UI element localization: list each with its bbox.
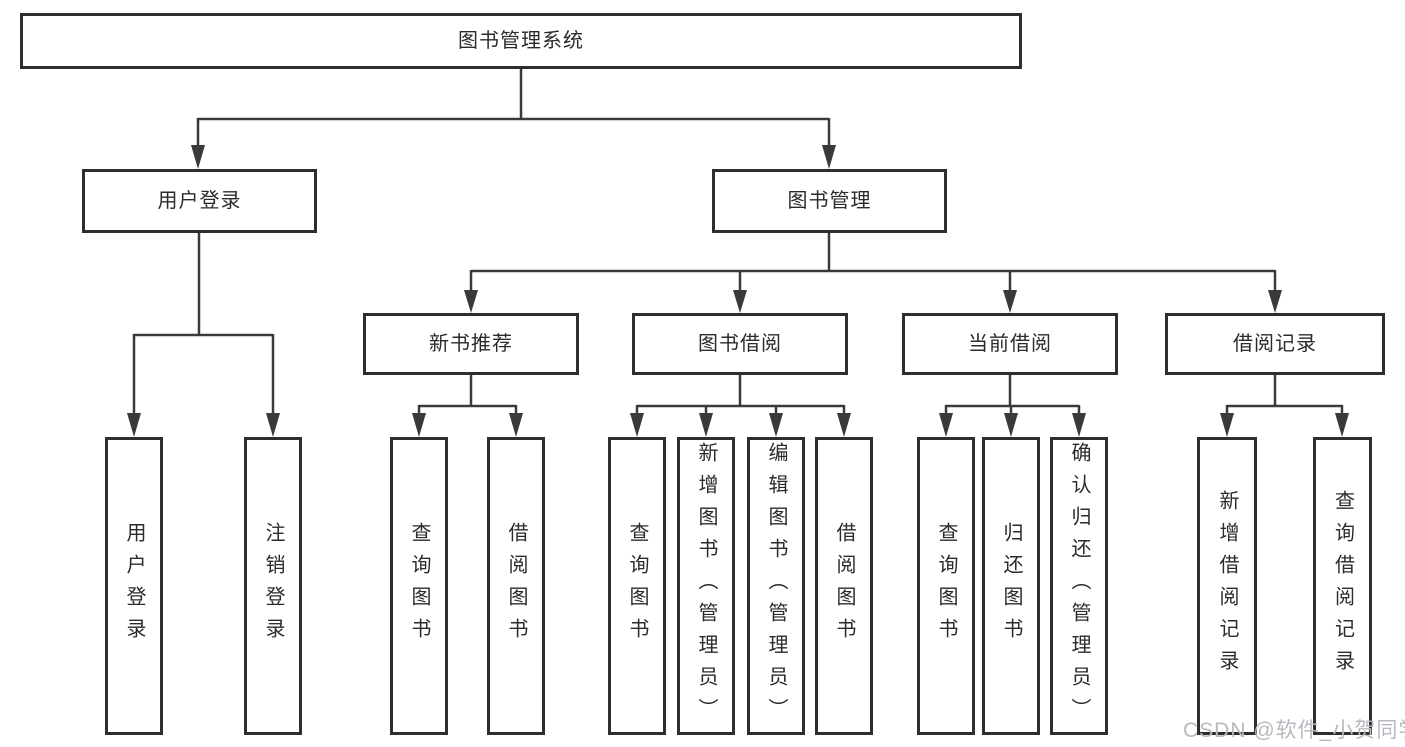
arrow-icon xyxy=(733,290,747,313)
node-book-management: 图书管理 xyxy=(712,169,947,233)
node-root: 图书管理系统 xyxy=(20,13,1022,69)
arrow-icon xyxy=(266,413,280,437)
leaf-borrow-book-recommend: 借阅图书 xyxy=(487,437,545,735)
arrow-icon xyxy=(191,145,205,169)
arrow-icon xyxy=(822,145,836,169)
arrow-icon xyxy=(1004,413,1018,437)
node-new-book-recommend: 新书推荐 xyxy=(363,313,579,375)
leaf-query-book-borrow: 查询图书 xyxy=(608,437,666,735)
arrowheads xyxy=(127,145,1349,437)
leaf-query-borrow-record: 查询借阅记录 xyxy=(1313,437,1372,735)
arrow-icon xyxy=(769,413,783,437)
arrow-icon xyxy=(412,413,426,437)
node-current-borrow: 当前借阅 xyxy=(902,313,1118,375)
connector-lines xyxy=(132,69,1344,416)
leaf-query-book-current: 查询图书 xyxy=(917,437,975,735)
arrow-icon xyxy=(939,413,953,437)
arrow-icon xyxy=(1003,290,1017,313)
arrow-icon xyxy=(1220,413,1234,437)
arrow-icon xyxy=(1072,413,1086,437)
watermark: CSDN @软件_小贺同学 xyxy=(1183,719,1405,742)
leaf-add-borrow-record: 新增借阅记录 xyxy=(1197,437,1257,735)
leaf-query-book-recommend: 查询图书 xyxy=(390,437,448,735)
node-borrow-records: 借阅记录 xyxy=(1165,313,1385,375)
node-user-login: 用户登录 xyxy=(82,169,317,233)
arrow-icon xyxy=(1335,413,1349,437)
arrow-icon xyxy=(127,413,141,437)
leaf-edit-book-admin: 编辑图书（管理员） xyxy=(747,437,805,735)
node-book-borrow: 图书借阅 xyxy=(632,313,848,375)
arrow-icon xyxy=(464,290,478,313)
leaf-borrow-book: 借阅图书 xyxy=(815,437,873,735)
arrow-icon xyxy=(509,413,523,437)
leaf-logout-login: 注销登录 xyxy=(244,437,302,735)
leaf-add-book-admin: 新增图书（管理员） xyxy=(677,437,735,735)
leaf-user-login: 用户登录 xyxy=(105,437,163,735)
arrow-icon xyxy=(837,413,851,437)
arrow-icon xyxy=(699,413,713,437)
leaf-confirm-return-admin: 确认归还（管理员） xyxy=(1050,437,1108,735)
arrow-icon xyxy=(1268,290,1282,313)
arrow-icon xyxy=(630,413,644,437)
leaf-return-book: 归还图书 xyxy=(982,437,1040,735)
